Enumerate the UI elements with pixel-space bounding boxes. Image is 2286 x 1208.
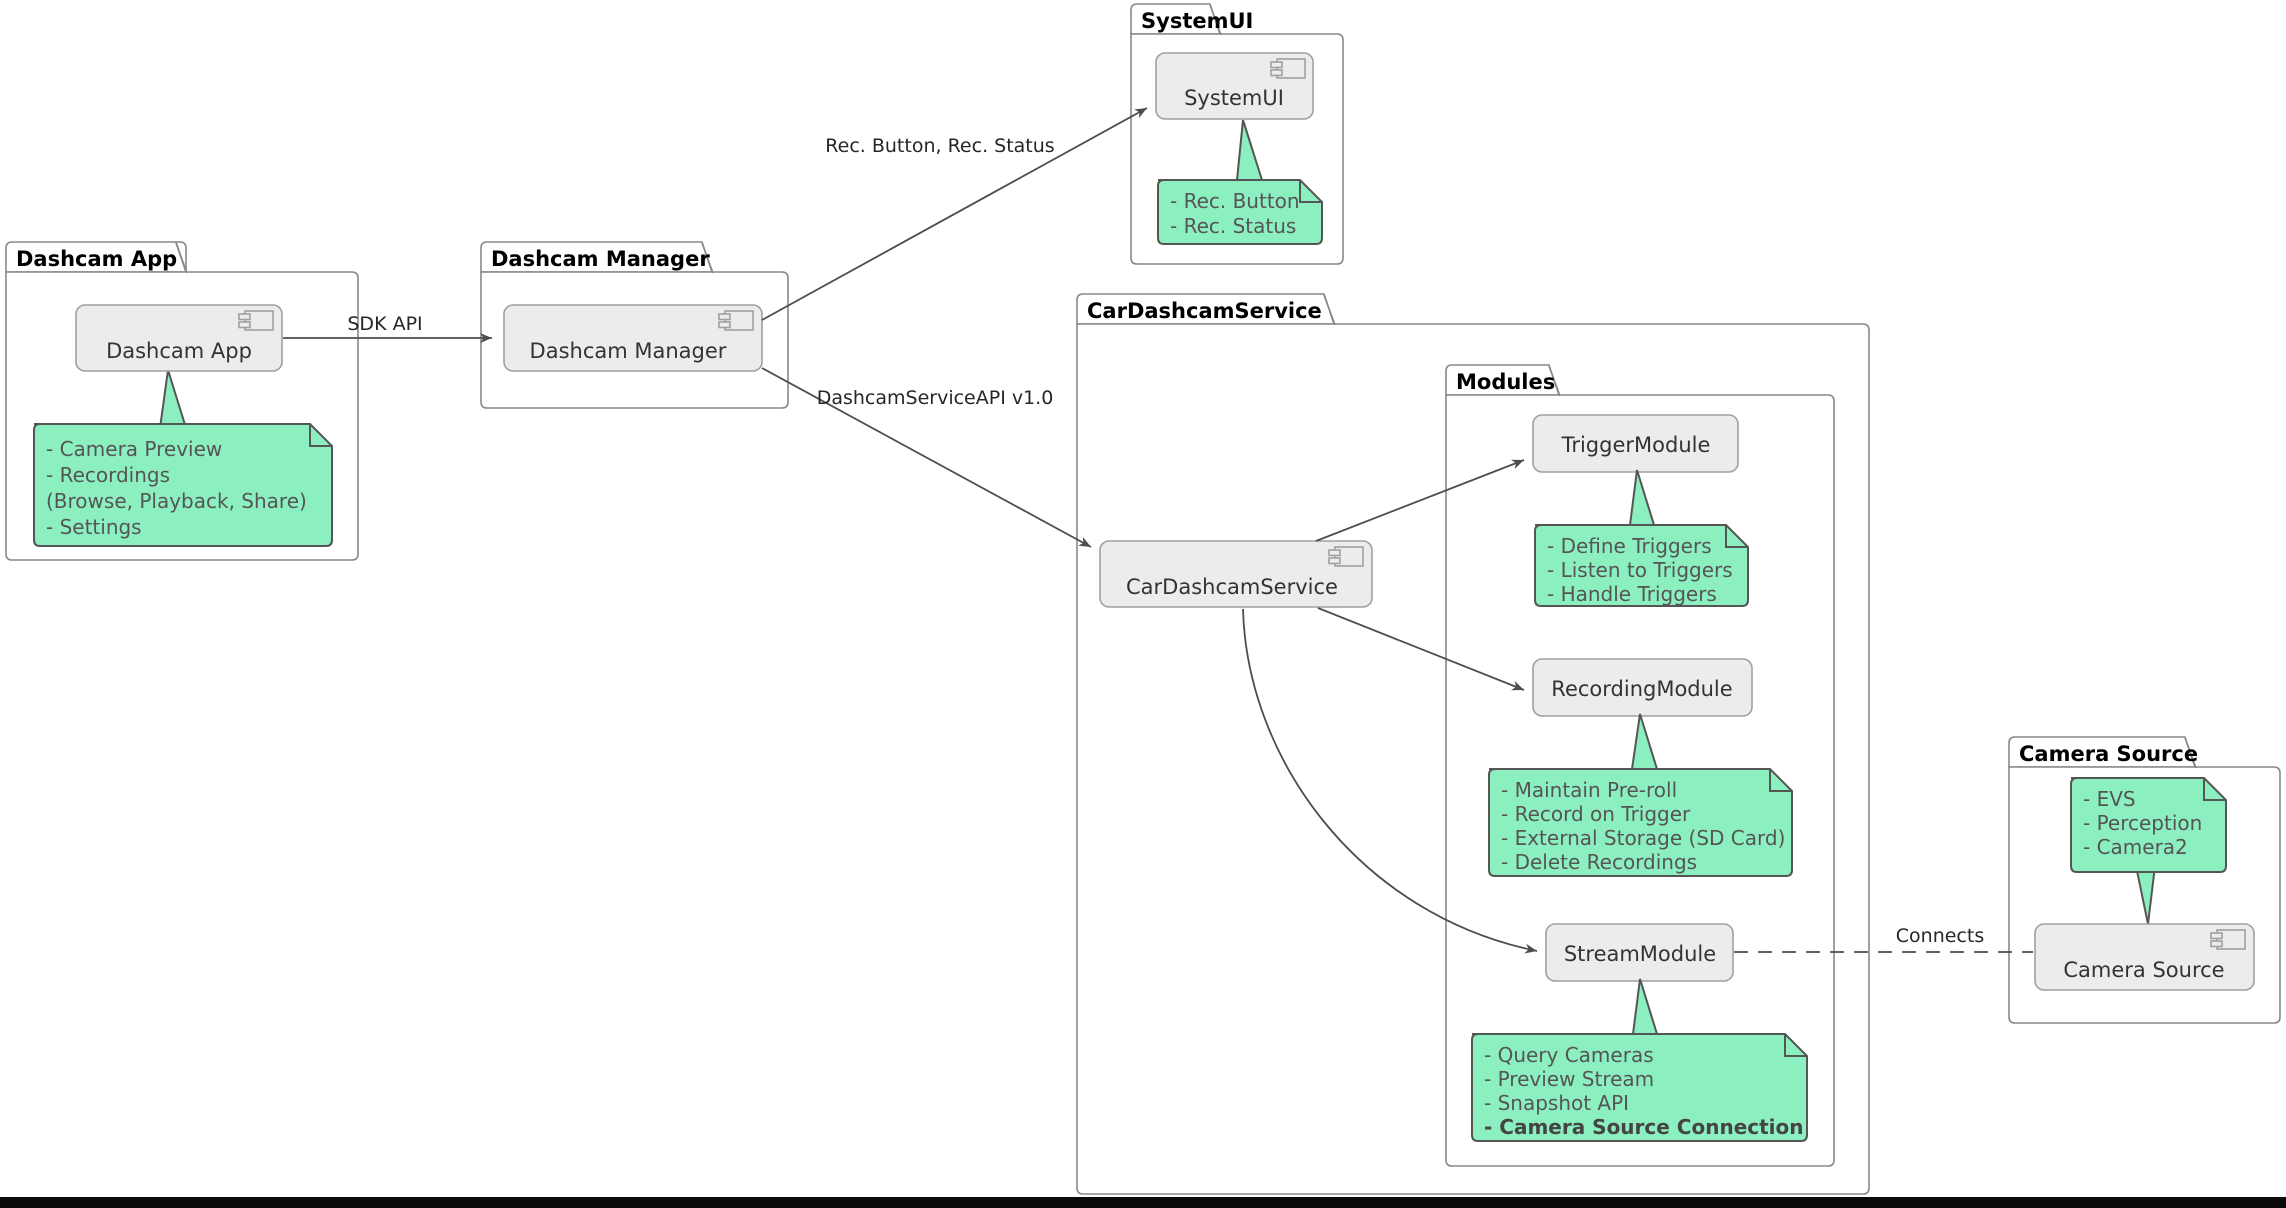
component-systemui[interactable]: SystemUI bbox=[1155, 52, 1314, 120]
component-car-dashcam-service[interactable]: CarDashcamService bbox=[1099, 540, 1373, 608]
component-label: CarDashcamService bbox=[1126, 575, 1338, 599]
package-title-car-dashcam-service: CarDashcamService bbox=[1087, 299, 1322, 323]
component-trigger-module[interactable]: TriggerModule bbox=[1532, 414, 1739, 473]
note-line: - Rec. Button bbox=[1170, 189, 1300, 213]
component-recording-module[interactable]: RecordingModule bbox=[1532, 658, 1753, 717]
note-line: - Snapshot API bbox=[1484, 1091, 1629, 1115]
component-label: StreamModule bbox=[1564, 942, 1716, 966]
note-line: - Query Cameras bbox=[1484, 1043, 1654, 1067]
component-label: Camera Source bbox=[2063, 958, 2224, 982]
note-line: - Settings bbox=[46, 515, 142, 539]
uml-component-icon bbox=[1328, 546, 1364, 567]
component-dashcam-app[interactable]: Dashcam App bbox=[75, 304, 283, 372]
note-line: - Maintain Pre-roll bbox=[1501, 778, 1677, 802]
note-line: - Define Triggers bbox=[1547, 534, 1712, 558]
uml-component-icon bbox=[238, 310, 274, 331]
note-camera-source: - EVS - Perception - Camera2 bbox=[2070, 777, 2227, 873]
package-dashcam-manager[interactable]: Dashcam Manager Dashcam Manager bbox=[480, 241, 789, 409]
note-systemui: - Rec. Button - Rec. Status bbox=[1157, 179, 1323, 245]
note-line: - Recordings bbox=[46, 463, 170, 487]
note-line: - Delete Recordings bbox=[1501, 850, 1697, 874]
note-line: - Perception bbox=[2083, 811, 2202, 835]
note-trigger-module: - Define Triggers - Listen to Triggers -… bbox=[1534, 524, 1749, 607]
component-label: Dashcam App bbox=[106, 339, 252, 363]
note-line: - External Storage (SD Card) bbox=[1501, 826, 1785, 850]
edge-service-to-trigger bbox=[1315, 459, 1525, 542]
edge-label: DashcamServiceAPI v1.0 bbox=[817, 387, 1054, 409]
note-stream-module: - Query Cameras - Preview Stream - Snaps… bbox=[1471, 1033, 1808, 1142]
package-title-camera-source: Camera Source bbox=[2019, 742, 2198, 766]
uml-component-icon bbox=[718, 310, 754, 331]
package-camera-source[interactable]: Camera Source - EVS - Perception - Camer… bbox=[2008, 736, 2281, 1024]
note-line: - EVS bbox=[2083, 787, 2136, 811]
note-recording-module: - Maintain Pre-roll - Record on Trigger … bbox=[1488, 768, 1793, 877]
edge-label: Rec. Button, Rec. Status bbox=[825, 135, 1054, 157]
note-line: - Record on Trigger bbox=[1501, 802, 1691, 826]
component-label: TriggerModule bbox=[1561, 433, 1711, 457]
note-line: - Camera Source Connection bbox=[1484, 1115, 1804, 1139]
bottom-bar bbox=[0, 1197, 2286, 1208]
note-line: - Preview Stream bbox=[1484, 1067, 1654, 1091]
package-car-dashcam-service[interactable]: CarDashcamService Modules TriggerModule … bbox=[1076, 293, 1870, 1195]
edge-manager-to-systemui: Rec. Button, Rec. Status bbox=[761, 107, 1148, 321]
edge-manager-to-service: DashcamServiceAPI v1.0 bbox=[761, 367, 1092, 548]
note-line: (Browse, Playback, Share) bbox=[46, 489, 307, 513]
note-dashcam-app: - Camera Preview - Recordings (Browse, P… bbox=[33, 423, 333, 547]
package-title-modules: Modules bbox=[1456, 370, 1555, 394]
component-label: Dashcam Manager bbox=[530, 339, 727, 363]
package-title-dashcam-manager: Dashcam Manager bbox=[491, 247, 710, 271]
note-line: - Camera2 bbox=[2083, 835, 2188, 859]
package-modules[interactable]: Modules TriggerModule - Define Triggers … bbox=[1445, 364, 1835, 1167]
edge-stream-to-camera-source: Connects bbox=[1734, 925, 2033, 953]
package-title-systemui: SystemUI bbox=[1141, 9, 1253, 33]
note-line: - Rec. Status bbox=[1170, 214, 1296, 238]
component-dashcam-manager[interactable]: Dashcam Manager bbox=[503, 304, 763, 372]
note-line: - Handle Triggers bbox=[1547, 582, 1717, 606]
package-title-dashcam-app: Dashcam App bbox=[16, 247, 177, 271]
component-stream-module[interactable]: StreamModule bbox=[1545, 923, 1734, 982]
component-label: RecordingModule bbox=[1551, 677, 1732, 701]
uml-component-icon bbox=[1270, 58, 1306, 79]
uml-component-icon bbox=[2210, 929, 2246, 950]
component-camera-source[interactable]: Camera Source bbox=[2034, 923, 2255, 991]
edge-service-to-recording bbox=[1317, 607, 1525, 691]
edge-app-to-manager: SDK API bbox=[283, 313, 492, 343]
component-label: SystemUI bbox=[1184, 86, 1284, 110]
edge-service-to-stream bbox=[1242, 608, 1538, 954]
edge-label: SDK API bbox=[347, 313, 422, 335]
package-dashcam-app[interactable]: Dashcam App - Camera Preview - Recording… bbox=[5, 241, 359, 561]
note-line: - Camera Preview bbox=[46, 437, 222, 461]
package-systemui[interactable]: SystemUI - Rec. Button - Rec. Status Sys… bbox=[1130, 3, 1344, 265]
note-line: - Listen to Triggers bbox=[1547, 558, 1733, 582]
edge-label: Connects bbox=[1896, 925, 1984, 947]
